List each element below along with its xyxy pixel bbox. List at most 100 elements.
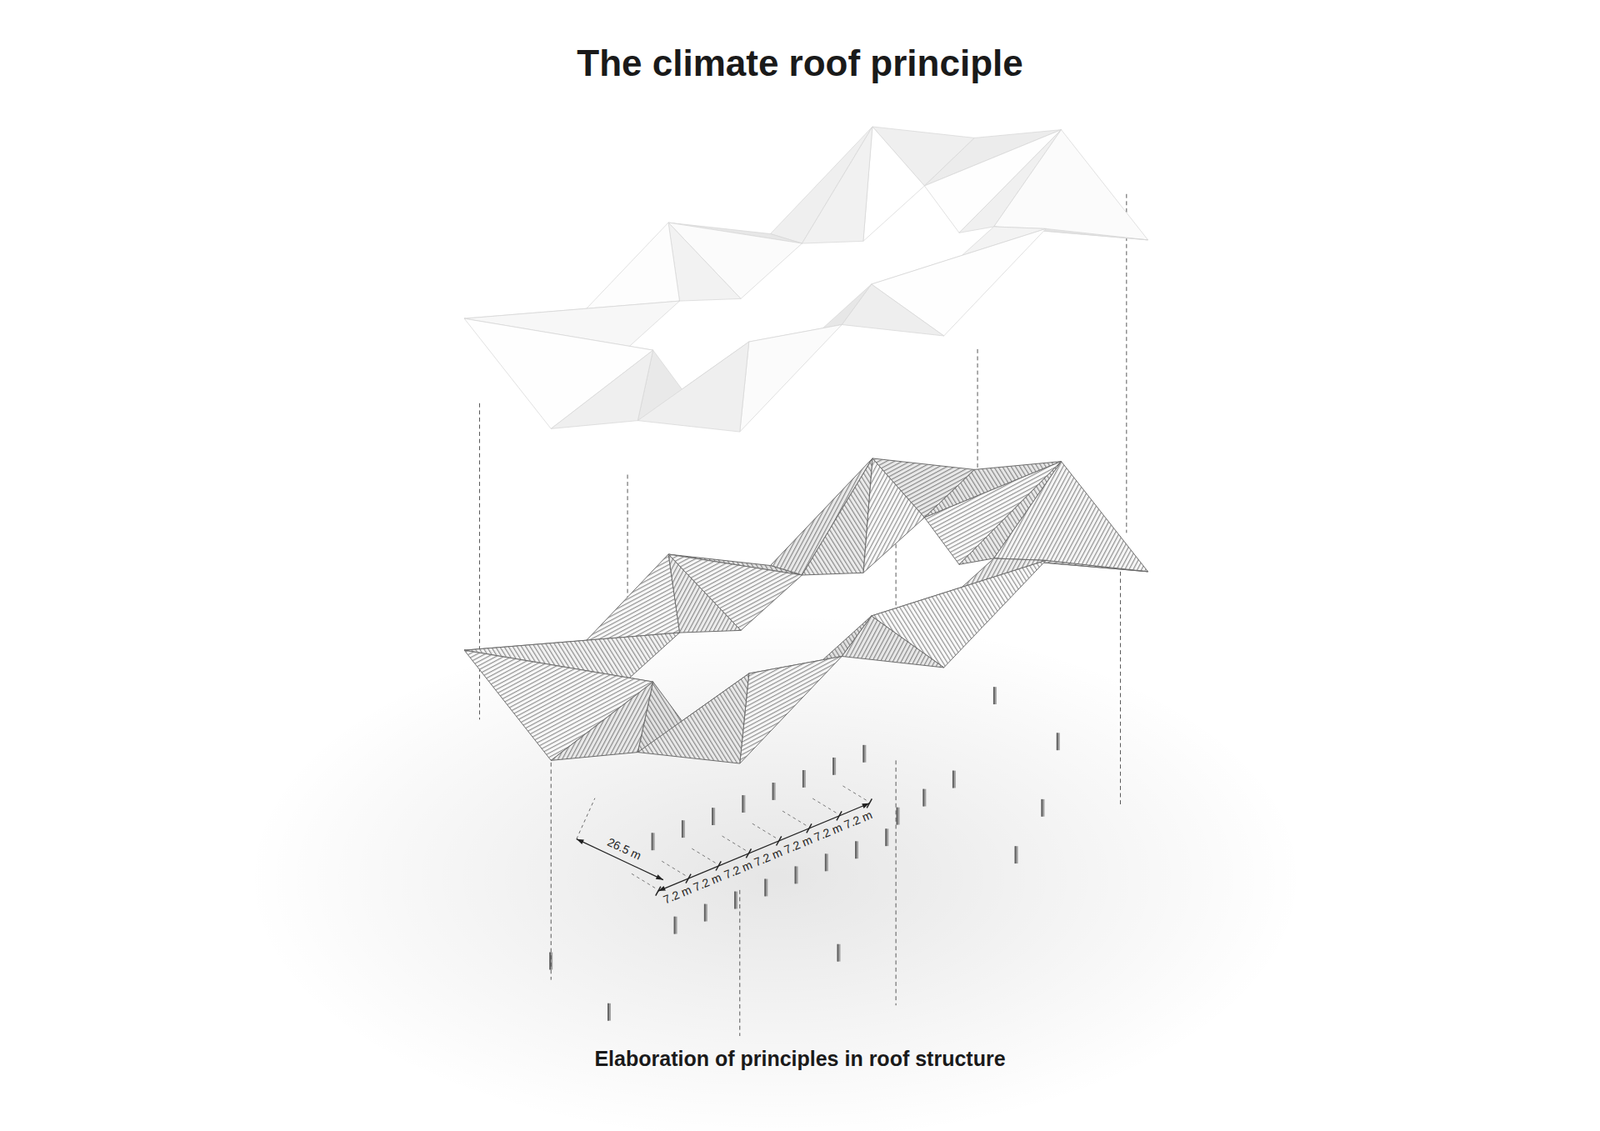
column	[802, 770, 806, 788]
projection-line	[1120, 535, 1121, 806]
column	[1040, 799, 1045, 817]
facet-shade	[770, 458, 872, 575]
roof-structure-facet	[994, 461, 1149, 572]
facet-shade	[994, 461, 1149, 572]
column-shadow	[885, 828, 887, 846]
facet-shade	[841, 615, 944, 668]
column-shadow	[825, 853, 827, 871]
roof-structure-facet	[740, 655, 842, 764]
roof-panel-facet	[841, 284, 944, 336]
column-shadow	[674, 916, 676, 935]
dimension-tick	[745, 848, 751, 858]
extension-line	[782, 810, 806, 825]
column	[795, 865, 799, 884]
extension-line	[842, 785, 866, 800]
roof-structure	[464, 458, 1148, 764]
column-shadow	[681, 820, 684, 838]
column-shadow	[741, 795, 744, 813]
dimension-arrow	[861, 803, 870, 809]
dimension-tick	[685, 874, 691, 884]
dimension-tick	[715, 860, 721, 870]
facet-shade	[801, 458, 872, 575]
extension-line	[722, 835, 746, 850]
column-shadow	[952, 770, 955, 789]
facet-shade	[863, 458, 925, 573]
column	[1056, 732, 1060, 750]
title: The climate roof principle	[0, 41, 1600, 86]
roof-structure-facet	[863, 458, 925, 573]
column-shadow	[1056, 732, 1059, 750]
projection-line	[550, 726, 552, 980]
column-shadow	[711, 807, 714, 825]
roof-structure-facet	[770, 458, 872, 575]
column-shadow	[651, 832, 654, 850]
column-shadow	[832, 757, 835, 775]
column-shadow	[549, 952, 551, 970]
dimension-tick	[655, 886, 661, 896]
column	[952, 770, 956, 789]
column-shadow	[896, 807, 899, 825]
roof-structure-facet	[464, 650, 654, 760]
roof-panel-facet	[863, 126, 925, 241]
column-shadow	[922, 789, 925, 807]
roof-panel-facet	[801, 126, 872, 244]
dimension-tick	[866, 798, 872, 808]
column	[832, 757, 836, 775]
facet-shade	[550, 681, 653, 760]
column	[741, 795, 745, 813]
extension-line	[576, 798, 595, 840]
column	[704, 904, 708, 922]
dimension-tick	[836, 810, 842, 820]
dimension-arrow	[576, 839, 585, 845]
roof-structure-facet	[550, 681, 653, 760]
projection-line	[479, 403, 480, 720]
column	[681, 820, 685, 838]
column-shadow	[764, 879, 766, 897]
dimension-lines	[576, 785, 872, 896]
roof-structure-facet	[801, 458, 872, 575]
column	[885, 828, 889, 846]
column-shadow	[1040, 799, 1043, 817]
roof-panel-facet	[550, 350, 653, 429]
column	[711, 807, 715, 825]
column	[764, 879, 768, 897]
facet-shade	[740, 655, 842, 764]
extension-line	[691, 848, 715, 863]
projection-line	[739, 890, 740, 1036]
facet-shade	[464, 650, 654, 760]
projection-line	[895, 760, 897, 1005]
column	[855, 840, 859, 859]
roof-panel-facet	[740, 325, 842, 433]
column	[549, 952, 553, 970]
column	[862, 745, 866, 763]
column	[993, 686, 997, 705]
column	[607, 1003, 611, 1021]
facet-shade	[637, 673, 749, 764]
projection-line	[1125, 194, 1127, 534]
dimension-arrow	[658, 885, 666, 891]
column-shadow	[837, 944, 840, 962]
roof-panel-facet	[637, 341, 749, 432]
roof-panel-facet	[464, 318, 654, 429]
roof-structure-facet	[637, 673, 749, 764]
column-shadow	[1015, 845, 1017, 864]
dimension-arrow	[655, 874, 664, 880]
roof-panel-facet	[770, 126, 872, 244]
column	[896, 807, 900, 825]
column	[772, 782, 776, 800]
column-shadow	[772, 782, 775, 800]
column-shadow	[607, 1003, 610, 1021]
column-shadow	[734, 891, 736, 910]
column-shadow	[802, 770, 805, 788]
extension-line	[812, 798, 836, 813]
column-shadow	[855, 840, 857, 859]
column-shadow	[795, 865, 797, 884]
column	[922, 789, 926, 807]
column	[651, 832, 655, 850]
roof-panel-facet	[668, 222, 741, 301]
dimension-tick	[776, 835, 782, 845]
column	[825, 853, 829, 871]
dimension-line	[658, 803, 870, 891]
column	[1015, 845, 1019, 864]
